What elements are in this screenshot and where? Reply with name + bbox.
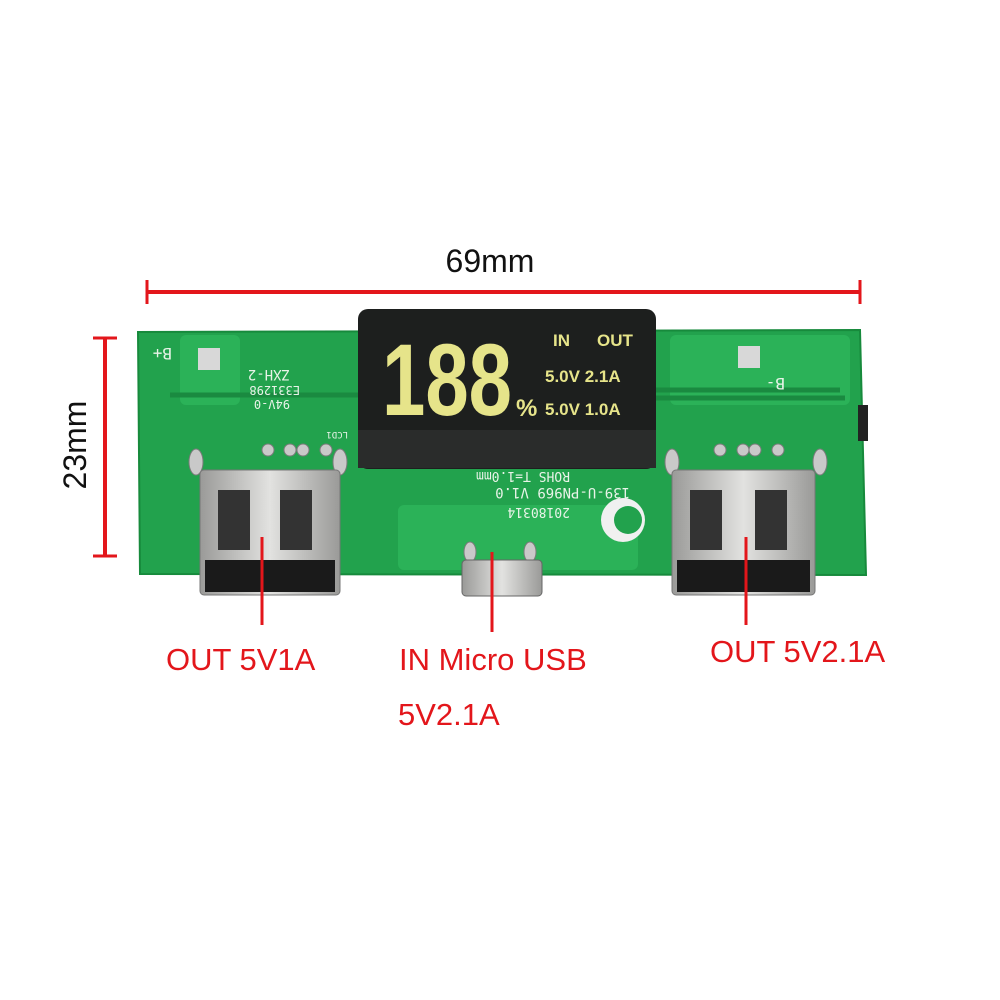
- led-display: 188 % IN OUT 5.0V 2.1A 5.0V 1.0A: [358, 309, 656, 469]
- leader-lines: [260, 537, 748, 632]
- micro-usb-port: [461, 559, 543, 597]
- silk-model: ZXH-2: [248, 366, 290, 382]
- width-dimension: 69mm: [145, 243, 862, 304]
- label-input: IN Micro USB: [399, 642, 587, 677]
- label-left-output: OUT 5V1A: [166, 642, 316, 677]
- width-label: 69mm: [446, 243, 535, 279]
- b-plus-pad: [198, 348, 220, 370]
- silk-b-minus: B-: [766, 374, 785, 393]
- silk-rating: 94V-0: [254, 397, 290, 411]
- usb-port-left: [199, 469, 341, 596]
- label-input-rating: 5V2.1A: [398, 697, 500, 732]
- silk-date: 20180314: [507, 504, 570, 519]
- silk-lcd: LCD1: [326, 429, 348, 439]
- silk-code: E331298: [249, 383, 300, 397]
- display-out: OUT: [597, 331, 634, 350]
- height-label: 23mm: [57, 401, 93, 490]
- display-row2: 5.0V 1.0A: [545, 400, 621, 419]
- silk-b-plus: B+: [153, 344, 172, 363]
- b-minus-pad: [738, 346, 760, 368]
- silk-rohs: ROHS T=1.0mm: [476, 468, 570, 483]
- display-in: IN: [553, 331, 570, 350]
- usb-port-right: [671, 469, 816, 596]
- display-digits: 188: [382, 323, 512, 437]
- display-percent: %: [516, 395, 537, 422]
- display-row1: 5.0V 2.1A: [545, 367, 621, 386]
- switch-button: [858, 405, 868, 441]
- label-right-output: OUT 5V2.1A: [710, 634, 886, 669]
- height-dimension: 23mm: [57, 336, 117, 558]
- silk-part: 139-U-PN969 V1.0: [495, 484, 630, 500]
